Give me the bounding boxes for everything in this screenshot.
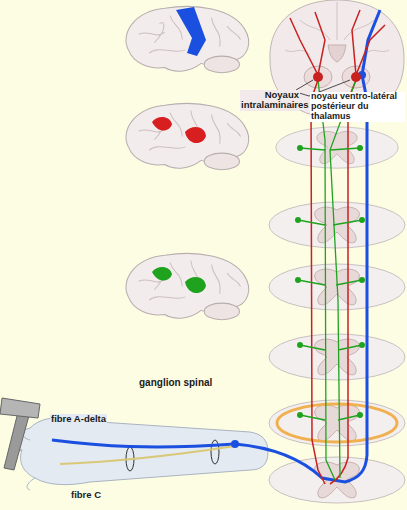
nucleus-label: Noyaux intralaminaires [240,90,300,111]
nucleus-label: noyau ventro-latéral postérieur du thala… [310,92,405,122]
ganglion-label: ganglion spinal [138,377,213,388]
fiber-label: fibre A-delta [50,414,107,424]
fiber-label: fibre C [70,490,102,500]
